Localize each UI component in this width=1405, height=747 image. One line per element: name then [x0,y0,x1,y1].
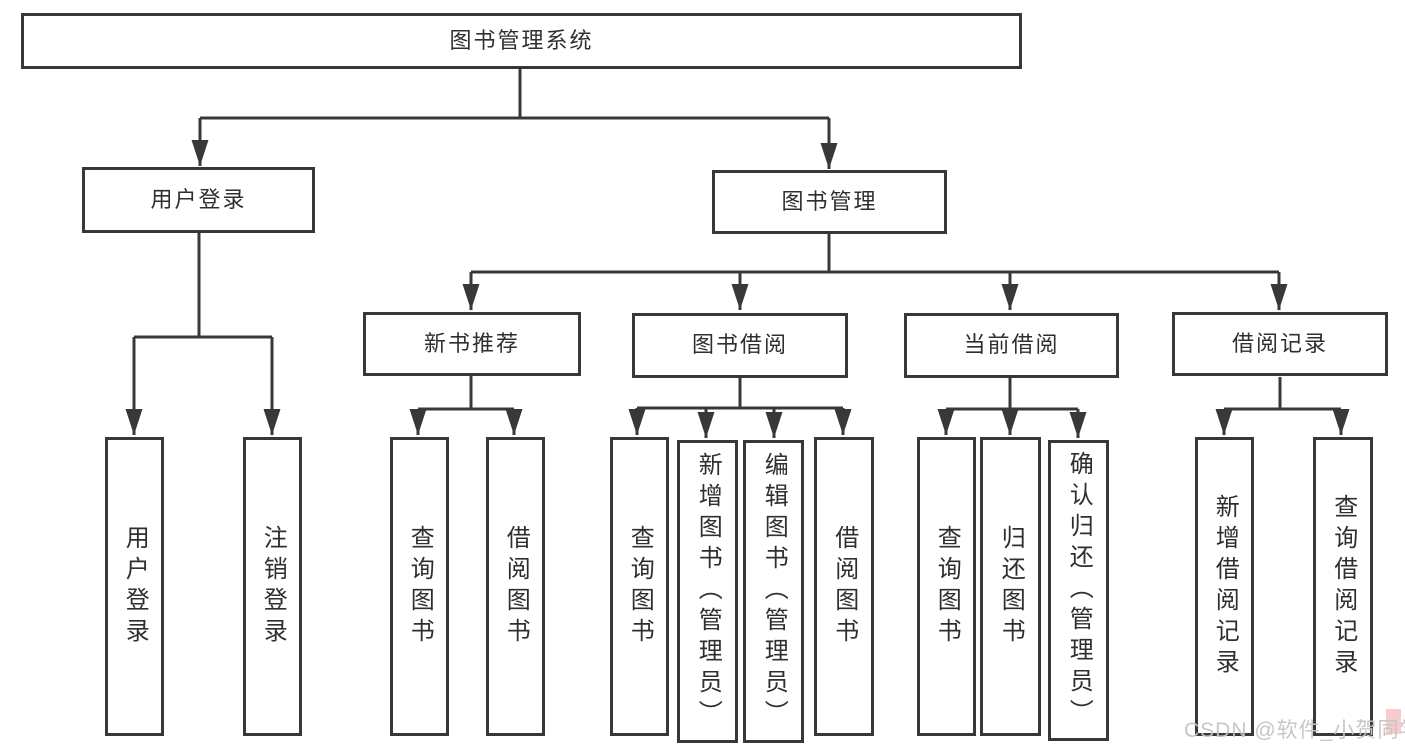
node-label: 查询图书 [933,524,961,649]
leaf-add-books-admin: 新增图书（管理员） [677,440,738,743]
node-book-borrowing: 图书借阅 [632,313,848,378]
leaf-query-books: 查询图书 [917,437,976,736]
node-current-borrowing: 当前借阅 [904,313,1119,378]
node-user-login: 用户登录 [82,167,315,233]
node-label: 图书管理系统 [449,27,594,53]
node-label: 确认归还（管理员） [1065,451,1093,730]
leaf-query-books: 查询图书 [610,437,669,736]
node-label: 借阅图书 [502,524,530,649]
leaf-borrow-books: 借阅图书 [814,437,874,736]
node-label: 借阅记录 [1231,330,1328,356]
node-label: 图书借阅 [691,332,788,358]
connector-bars [134,68,1341,411]
leaf-return-books: 归还图书 [980,437,1041,736]
leaf-logout: 注销登录 [243,437,302,736]
node-label: 查询图书 [406,524,434,649]
leaf-edit-books-admin: 编辑图书（管理员） [743,440,804,743]
leaf-query-books: 查询图书 [390,437,449,736]
node-label: 编辑图书（管理员） [760,452,788,731]
leaf-confirm-return-admin: 确认归还（管理员） [1048,440,1109,741]
leaf-add-borrow-record: 新增借阅记录 [1195,437,1254,736]
node-borrowing-records: 借阅记录 [1172,312,1388,376]
node-label: 新增图书（管理员） [694,452,722,731]
node-label: 当前借阅 [963,332,1060,358]
node-label: 查询图书 [626,524,654,649]
node-label: 注销登录 [259,524,287,649]
node-new-book-recommend: 新书推荐 [363,312,581,376]
node-label: 查询借阅记录 [1329,493,1357,680]
node-label: 归还图书 [997,524,1025,649]
leaf-borrow-books: 借阅图书 [486,437,545,736]
node-label: 用户登录 [150,186,247,212]
node-library-management-system: 图书管理系统 [21,13,1022,69]
node-label: 用户登录 [121,524,149,649]
leaf-query-borrow-record: 查询借阅记录 [1313,437,1373,736]
node-book-management: 图书管理 [712,170,947,234]
node-label: 新书推荐 [423,330,520,356]
leaf-user-login: 用户登录 [105,437,164,736]
node-label: 图书管理 [781,188,878,214]
watermark-red-fragment [1386,709,1401,734]
node-label: 借阅图书 [830,524,858,649]
node-label: 新增借阅记录 [1211,493,1239,680]
watermark-text: CSDN @软件_小贺同学 [1184,719,1405,742]
